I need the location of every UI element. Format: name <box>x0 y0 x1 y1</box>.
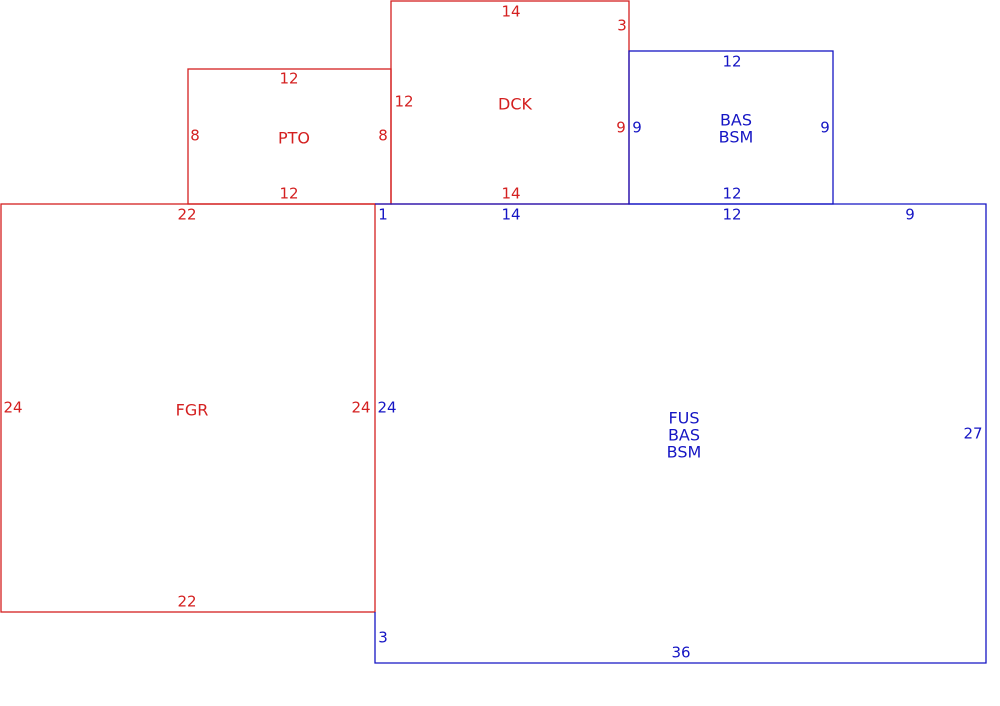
fus-dim-right: 27 <box>963 425 982 443</box>
pto-dim-bottom: 12 <box>279 185 298 203</box>
fus-dim-bottom: 36 <box>671 644 690 662</box>
fgr-dim-left: 24 <box>3 399 22 417</box>
fgr-dim-right: 24 <box>351 399 370 417</box>
area-fus-name-line3: BSM <box>667 443 702 462</box>
fus-dim-left-lower: 3 <box>378 629 388 647</box>
pto-dim-top: 12 <box>279 70 298 88</box>
area-fgr-name: FGR <box>176 401 209 420</box>
dck-dim-bottom: 14 <box>501 185 520 203</box>
area-pto-name: PTO <box>278 129 310 148</box>
area-fgr-outline <box>0 203 376 613</box>
fus-dim-top-a: 14 <box>501 206 520 224</box>
dck-dim-left: 12 <box>394 93 413 111</box>
area-fus-main-outline <box>374 203 987 664</box>
dck-dim-right: 9 <box>616 119 626 137</box>
area-bas-upper-name-line2: BSM <box>719 128 754 147</box>
bas-upper-dim-top: 12 <box>722 53 741 71</box>
pto-dim-right: 8 <box>378 127 388 145</box>
area-dck: DCK 14 3 12 9 14 <box>390 0 630 205</box>
area-fgr: FGR 22 24 24 22 <box>0 203 376 613</box>
area-fus-name-line1: FUS <box>668 409 699 428</box>
area-fus-name-line2: BAS <box>668 426 700 445</box>
bas-upper-dim-bottom: 12 <box>722 185 741 203</box>
bas-upper-dim-right: 9 <box>820 119 830 137</box>
fus-dim-top-c: 9 <box>905 206 915 224</box>
fgr-dim-top: 22 <box>177 206 196 224</box>
fus-dim-top-left: 1 <box>378 206 388 224</box>
fgr-dim-bottom: 22 <box>177 593 196 611</box>
area-dck-name: DCK <box>498 95 532 114</box>
fus-dim-top-b: 12 <box>722 206 741 224</box>
bas-upper-dim-left: 9 <box>632 119 642 137</box>
fus-dim-left: 24 <box>377 399 396 417</box>
area-pto: PTO 12 12 8 8 <box>187 68 392 205</box>
area-bas-upper: BAS BSM 12 9 9 12 <box>628 50 834 205</box>
dck-dim-corner: 3 <box>617 17 627 35</box>
area-bas-upper-name-line1: BAS <box>720 111 752 130</box>
dck-dim-top: 14 <box>501 3 520 21</box>
area-fus-main: FUS BAS BSM 1 14 12 9 24 3 27 36 <box>374 203 987 664</box>
pto-dim-left: 8 <box>190 127 200 145</box>
